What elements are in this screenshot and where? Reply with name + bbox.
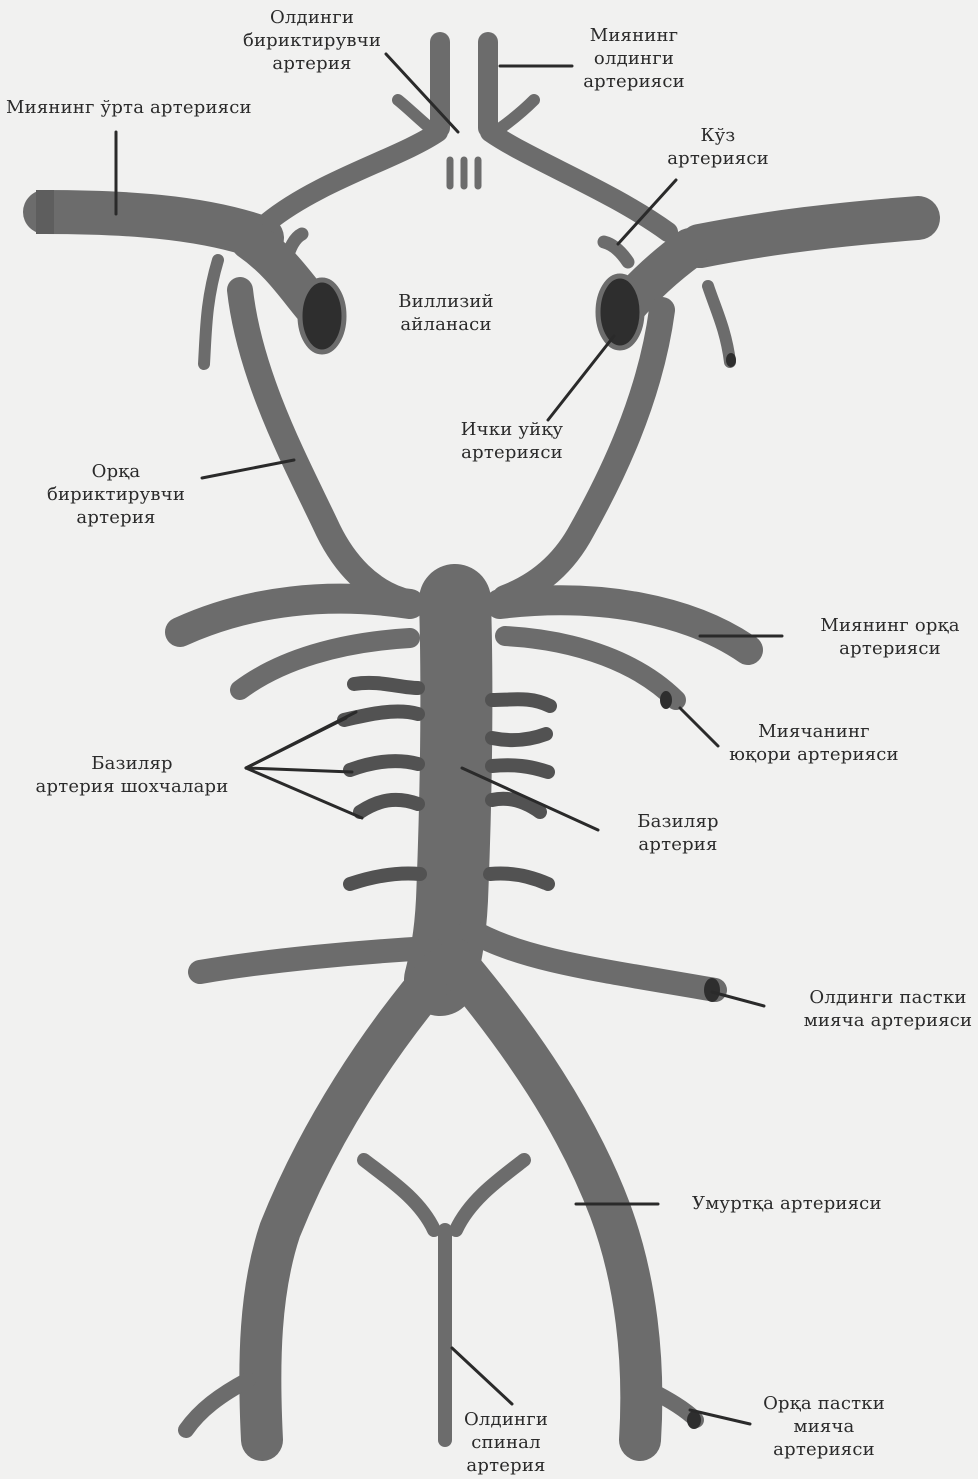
label-vertebral-artery: Умуртқа артерияси — [692, 1192, 882, 1215]
label-basilar-artery: Базиляр артерия — [637, 810, 719, 856]
label-middle-cerebral-artery: Миянинг ўрта артерияси — [6, 96, 252, 119]
basilar-branch-r3 — [492, 765, 548, 772]
label-anterior-cerebral-artery: Миянинг олдинги артерияси — [583, 24, 685, 93]
right-anterior-inferior-cerebellar-artery — [470, 930, 715, 990]
left-spinal-root — [364, 1160, 434, 1230]
basilar-artery — [440, 600, 456, 980]
left-posterior-inferior-cerebellar-artery — [186, 1380, 248, 1430]
right-frontal-branch — [498, 100, 534, 130]
left-carotid-lumen — [300, 280, 344, 352]
left-frontal-branch — [398, 100, 430, 128]
left-posterior-cerebral-artery — [180, 599, 410, 632]
leader-basilar-branch-4 — [246, 768, 362, 818]
left-ophthalmic-artery — [286, 234, 302, 260]
right-aica-end — [704, 978, 720, 1002]
right-spinal-root — [456, 1160, 524, 1230]
right-ophthalmic-artery — [604, 242, 628, 262]
right-middle-cerebral-artery — [700, 218, 918, 246]
label-posterior-communicating-artery: Орқа бириктирувчи артерия — [47, 460, 185, 529]
left-a1-segment — [268, 132, 438, 222]
right-sca-end — [660, 691, 672, 709]
basilar-branch-r1 — [492, 699, 550, 706]
label-internal-carotid-artery: Ички уйқу артерияси — [461, 418, 563, 464]
leader-basilar-branch-3 — [246, 768, 352, 772]
label-anterior-spinal-artery: Олдинги спинал артерия — [464, 1408, 548, 1477]
left-anterior-inferior-cerebellar-artery — [200, 948, 430, 972]
label-anterior-communicating-artery: Олдинги бириктирувчи артерия — [243, 6, 381, 75]
left-descending-branch — [204, 260, 218, 364]
label-posterior-cerebral-artery: Миянинг орқа артерияси — [820, 614, 959, 660]
left-middle-cerebral-end — [36, 190, 54, 234]
leader-posterior-communicating — [202, 460, 294, 478]
right-descending-end — [726, 353, 736, 367]
basilar-branch-l5 — [350, 873, 420, 884]
right-superior-cerebellar-artery — [505, 636, 676, 700]
label-anterior-inferior-cerebellar-artery: Олдинги пастки мияча артерияси — [804, 986, 973, 1032]
leader-basilar-branch-2 — [246, 718, 346, 768]
label-superior-cerebellar-artery: Миячанинг юқори артерияси — [729, 720, 898, 766]
right-carotid-lumen — [598, 276, 642, 348]
label-ophthalmic-artery: Кўз артерияси — [667, 124, 769, 170]
basilar-branch-r2 — [492, 734, 546, 740]
basilar-branch-l1 — [354, 683, 418, 688]
right-pica-end — [687, 1411, 701, 1429]
leader-superior-cerebellar — [680, 708, 718, 746]
right-descending-branch — [708, 286, 730, 362]
basilar-branch-r5 — [490, 873, 548, 884]
left-middle-cerebral-artery — [45, 212, 262, 238]
label-basilar-artery-branches: Базиляр артерия шохчалари — [36, 752, 229, 798]
basilar-branch-l3 — [350, 761, 418, 770]
label-posterior-inferior-cerebellar-artery: Орқа пастки мияча артерияси — [763, 1392, 885, 1461]
basilar-branch-l4 — [360, 800, 418, 812]
leader-anterior-spinal — [452, 1348, 512, 1404]
label-circle-of-willis: Виллизий айланаси — [398, 290, 494, 336]
leader-internal-carotid — [548, 336, 614, 420]
